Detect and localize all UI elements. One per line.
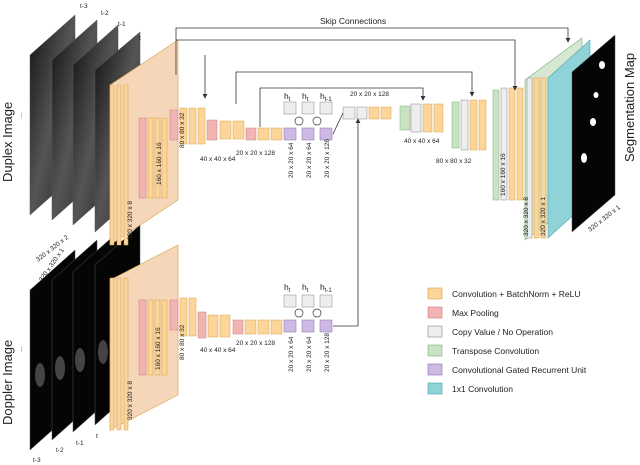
- pool-block: [206, 119, 218, 141]
- conv-block: [161, 117, 168, 199]
- orange-box-icon: [427, 287, 443, 300]
- purple-box-icon: [427, 363, 443, 376]
- duplex-frame-label: t-3: [80, 3, 88, 10]
- gru-state-label: ht-1: [320, 91, 332, 103]
- conv-block: [109, 277, 115, 431]
- doppler-encoder: [109, 244, 283, 431]
- conv-block: [257, 319, 270, 335]
- gru-state-label: ht-1: [320, 282, 332, 294]
- conv-block: [270, 319, 283, 335]
- conv-block: [179, 297, 188, 337]
- conv-block: [257, 127, 270, 141]
- cyan-box-icon: [427, 382, 443, 395]
- duplex-dots: ...: [17, 112, 24, 118]
- skip-connections: [175, 27, 571, 127]
- legend-label: 1x1 Convolution: [452, 384, 513, 394]
- pool-block: [232, 319, 244, 335]
- conv-block: [154, 117, 161, 199]
- pool-block: [138, 117, 147, 199]
- dim-label: 20 x 20 x 128: [350, 91, 389, 98]
- dim-label: 80 x 80 x 32: [179, 112, 186, 148]
- gru-state-label: ht: [284, 91, 291, 103]
- pink-box-icon: [427, 306, 443, 319]
- conv-block: [219, 314, 231, 338]
- pool-block: [197, 311, 207, 339]
- dim-label: 320 x 320 x 8: [127, 381, 134, 420]
- conv-block: [270, 127, 283, 141]
- conv-block: [219, 120, 232, 140]
- duplex-frame-label: t: [139, 35, 141, 42]
- dim-label: 80 x 80 x 32: [179, 324, 186, 360]
- conv-block: [188, 107, 197, 145]
- pool-block: [169, 299, 179, 331]
- segmentation-map: [571, 34, 616, 233]
- dim-label: 160 x 160 x 16: [156, 142, 163, 185]
- doppler-frame-label: t-1: [76, 440, 84, 447]
- bottleneck: [342, 106, 392, 120]
- conv-block: [109, 84, 115, 246]
- doppler-dots: ...: [17, 346, 24, 352]
- legend-label: Max Pooling: [452, 308, 499, 318]
- green-box-icon: [427, 344, 443, 357]
- dim-label: 20 x 20 x 64: [306, 142, 313, 178]
- conv-block: [116, 277, 122, 431]
- dim-label: 40 x 40 x 64: [200, 347, 236, 354]
- doppler-input-title: Doppler Image: [0, 340, 15, 425]
- dim-label: 20 x 20 x 128: [236, 340, 275, 347]
- duplex-encoder: [109, 39, 283, 246]
- dim-label: 20 x 20 x 128: [324, 139, 331, 178]
- conv-block: [161, 299, 168, 376]
- dim-label: 160 x 160 x 16: [500, 153, 507, 196]
- legend-label: Transpose Convolution: [452, 346, 539, 356]
- gru-state-label: ht: [302, 282, 309, 294]
- conv-block: [123, 84, 129, 246]
- dim-label: 320 x 320 x 8: [127, 201, 134, 240]
- doppler-frame-label: t: [96, 433, 98, 440]
- conv-block: [244, 319, 257, 335]
- gray-box-icon: [427, 325, 443, 338]
- dim-label: 20 x 20 x 64: [306, 336, 313, 372]
- dim-label: 20 x 20 x 128: [236, 150, 275, 157]
- legend-label: Convolution + BatchNorm + ReLU: [452, 289, 581, 299]
- legend: Convolution + BatchNorm + ReLU Max Pooli…: [427, 287, 587, 395]
- conv-block: [154, 299, 161, 376]
- doppler-frame-label: t-3: [33, 457, 41, 464]
- pool-block: [169, 109, 179, 141]
- legend-label: Copy Value / No Operation: [452, 327, 553, 337]
- pool-block: [138, 299, 147, 376]
- doppler-gru-block: [283, 294, 333, 333]
- flow-arrows: [332, 112, 361, 327]
- dim-label: 20 x 20 x 64: [288, 142, 295, 178]
- pool-block: [245, 127, 257, 141]
- dim-label: 160 x 160 x 16: [155, 327, 162, 370]
- legend-label: Convolutional Gated Recurrent Unit: [452, 365, 587, 375]
- dim-label: 20 x 20 x 64: [288, 336, 295, 372]
- decoder: [399, 37, 591, 241]
- conv-block: [197, 107, 206, 145]
- conv-block: [147, 117, 154, 199]
- skip-connections-label: Skip Connections: [320, 16, 386, 26]
- duplex-frame-label: t-2: [101, 10, 109, 17]
- duplex-input-title: Duplex Image: [0, 102, 15, 182]
- output-title: Segmentation Map: [622, 53, 637, 162]
- conv-block: [123, 277, 129, 431]
- conv-block: [232, 120, 245, 140]
- duplex-gru-block: [283, 101, 333, 141]
- dim-label: 320 x 320 x 1: [540, 197, 547, 236]
- gru-state-label: ht: [302, 91, 309, 103]
- dim-label: 40 x 40 x 64: [404, 138, 440, 145]
- conv-block: [179, 107, 188, 145]
- dim-label: 320 x 320 x 8: [523, 197, 530, 236]
- conv-block: [147, 299, 154, 376]
- dim-label: 20 x 20 x 128: [324, 333, 331, 372]
- duplex-frame-label: t-1: [118, 21, 126, 28]
- doppler-frame-label: t-2: [56, 447, 64, 454]
- dim-label: 40 x 40 x 64: [200, 156, 236, 163]
- conv-block: [116, 84, 122, 246]
- conv-block: [207, 314, 219, 338]
- dim-label: 80 x 80 x 32: [436, 158, 472, 165]
- gru-state-label: ht: [284, 282, 291, 294]
- conv-block: [188, 297, 197, 337]
